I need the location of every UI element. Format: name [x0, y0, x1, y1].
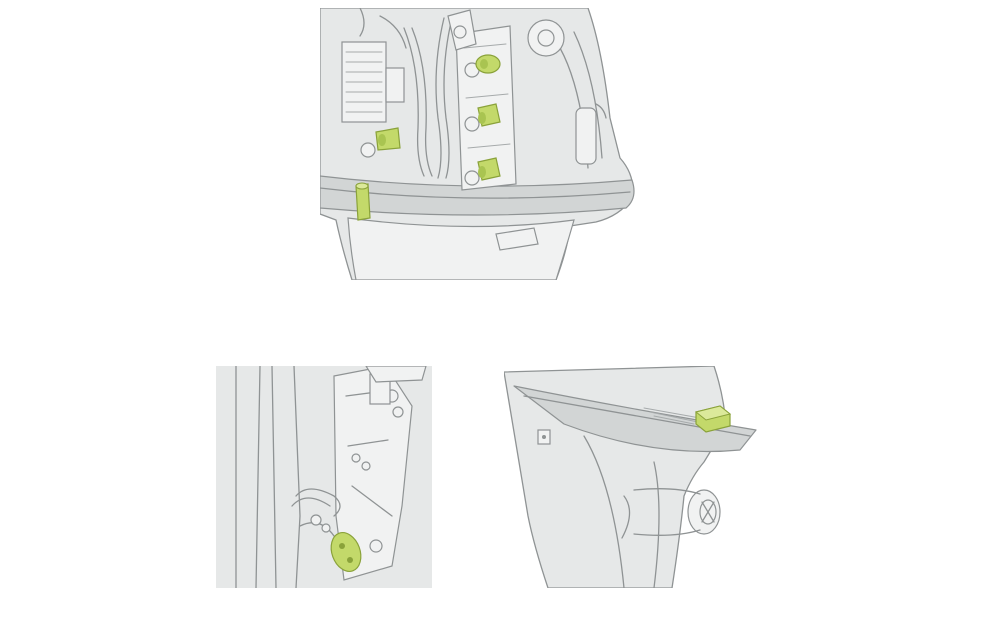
lower-unit-view [504, 366, 760, 588]
powerhead-view [320, 8, 650, 280]
bracket-drawing [216, 366, 432, 588]
cowling-rim [320, 175, 635, 216]
anode-highlight [330, 532, 362, 572]
lower-unit-drawing [504, 366, 757, 588]
anode-highlight [477, 103, 501, 127]
bolt [464, 116, 480, 132]
bolt [464, 170, 480, 186]
anode-highlight [475, 54, 501, 74]
anode-highlight [477, 157, 501, 181]
bracket-view [216, 366, 432, 588]
vent-slot [495, 227, 539, 251]
anode-highlight [355, 182, 371, 221]
powerhead-drawing [320, 8, 635, 280]
anode-highlight [694, 405, 732, 433]
anti-ventilation-plate [513, 385, 757, 453]
engine-leg [347, 217, 575, 280]
bolt [360, 142, 376, 158]
anode-highlight [375, 127, 401, 151]
